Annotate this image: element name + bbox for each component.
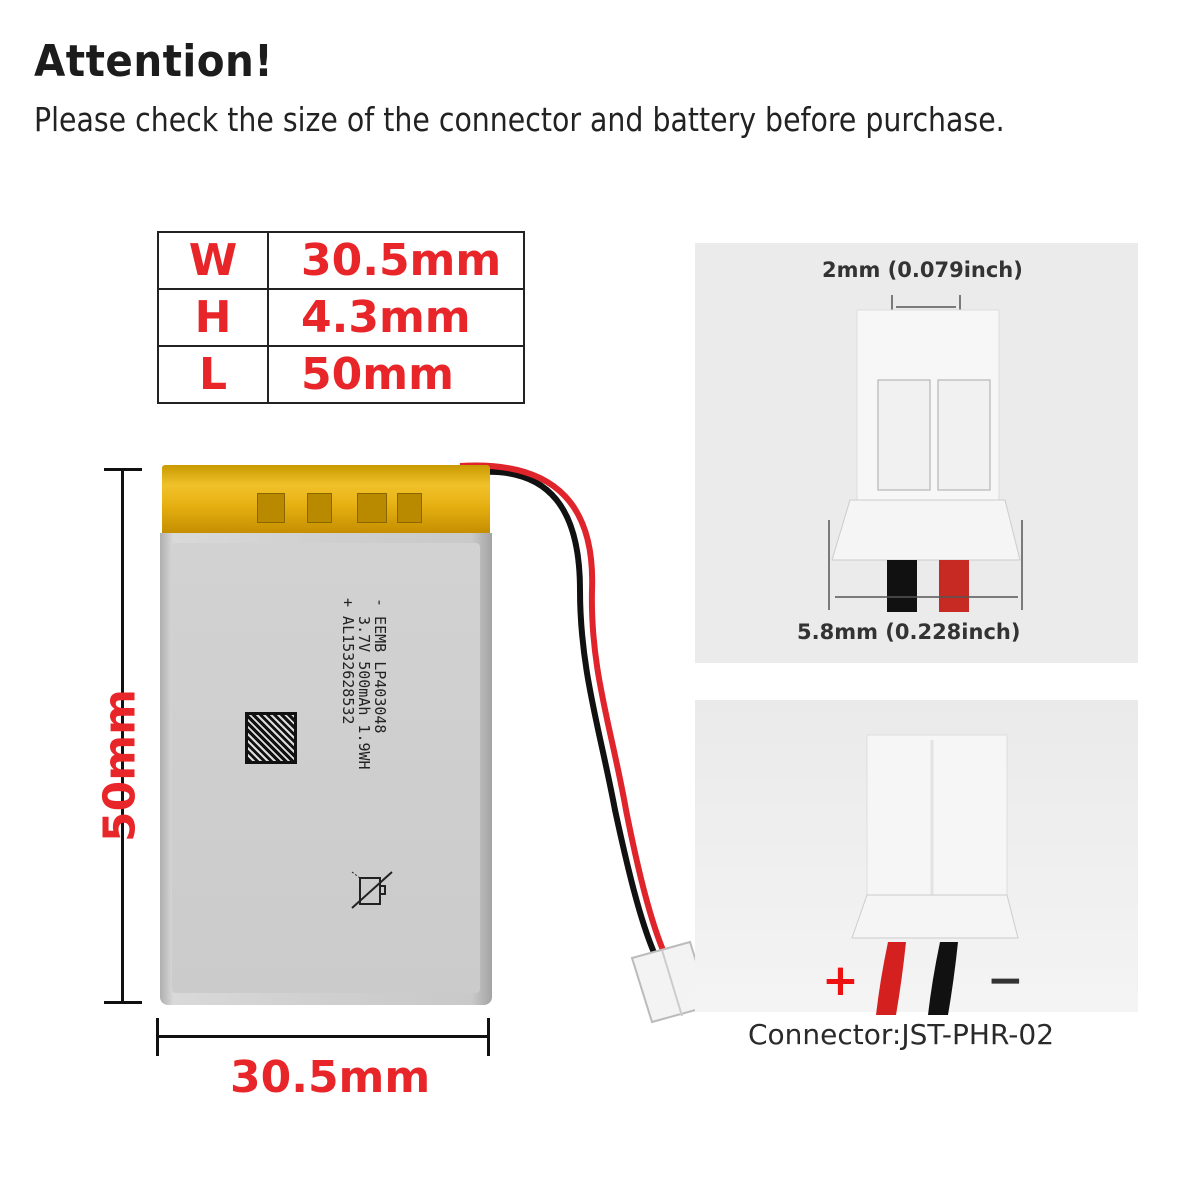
- dimensions-table: W 30.5mm H 4.3mm L 50mm: [157, 231, 525, 404]
- dim-value-w: 30.5mm: [267, 231, 525, 290]
- table-row: W 30.5mm: [157, 231, 525, 290]
- dim-key-h: H: [157, 288, 269, 347]
- battery-label: - EEMB LP403048 3.7V 500mAh 1.9WH + AL15…: [339, 598, 389, 770]
- connector-front-icon: [828, 295, 1023, 612]
- connector-caption: Connector:JST-PHR-02: [748, 1018, 1055, 1051]
- height-dimension-cap: [104, 468, 142, 471]
- negative-terminal-symbol: −: [987, 955, 1024, 1006]
- connector-side-icon: [851, 734, 1019, 1015]
- width-dimension-line: [157, 1035, 489, 1038]
- page-subtitle: Please check the size of the connector a…: [34, 100, 1005, 139]
- pitch-label: 2mm (0.079inch): [822, 258, 1023, 282]
- dim-key-l: L: [157, 345, 269, 404]
- battery-cell: [160, 533, 492, 1005]
- height-label: 50mm: [94, 689, 146, 842]
- width-dimension-cap: [156, 1018, 159, 1056]
- width-label: 30.5mm: [230, 1052, 431, 1103]
- dim-key-w: W: [157, 231, 269, 290]
- battery-protection-tape: [162, 465, 490, 533]
- width-pin-label: 5.8mm (0.228inch): [797, 620, 1021, 644]
- battery-label-line: + AL1532628532: [339, 598, 357, 725]
- height-dimension-line: [121, 470, 124, 1003]
- positive-terminal-symbol: +: [822, 955, 859, 1006]
- height-dimension-cap: [104, 1001, 142, 1004]
- battery-wires: [459, 462, 712, 1024]
- datamatrix-code-icon: [245, 712, 297, 764]
- table-row: L 50mm: [157, 345, 525, 404]
- crossed-bin-icon: [351, 871, 393, 909]
- battery-label-line: - EEMB LP403048: [371, 598, 389, 734]
- dim-value-l: 50mm: [267, 345, 525, 404]
- page-title: Attention!: [34, 36, 274, 87]
- width-dimension-cap: [487, 1018, 490, 1056]
- table-row: H 4.3mm: [157, 288, 525, 347]
- battery-image: [160, 465, 492, 1005]
- battery-label-line: 3.7V 500mAh 1.9WH: [355, 598, 373, 770]
- dim-value-h: 4.3mm: [267, 288, 525, 347]
